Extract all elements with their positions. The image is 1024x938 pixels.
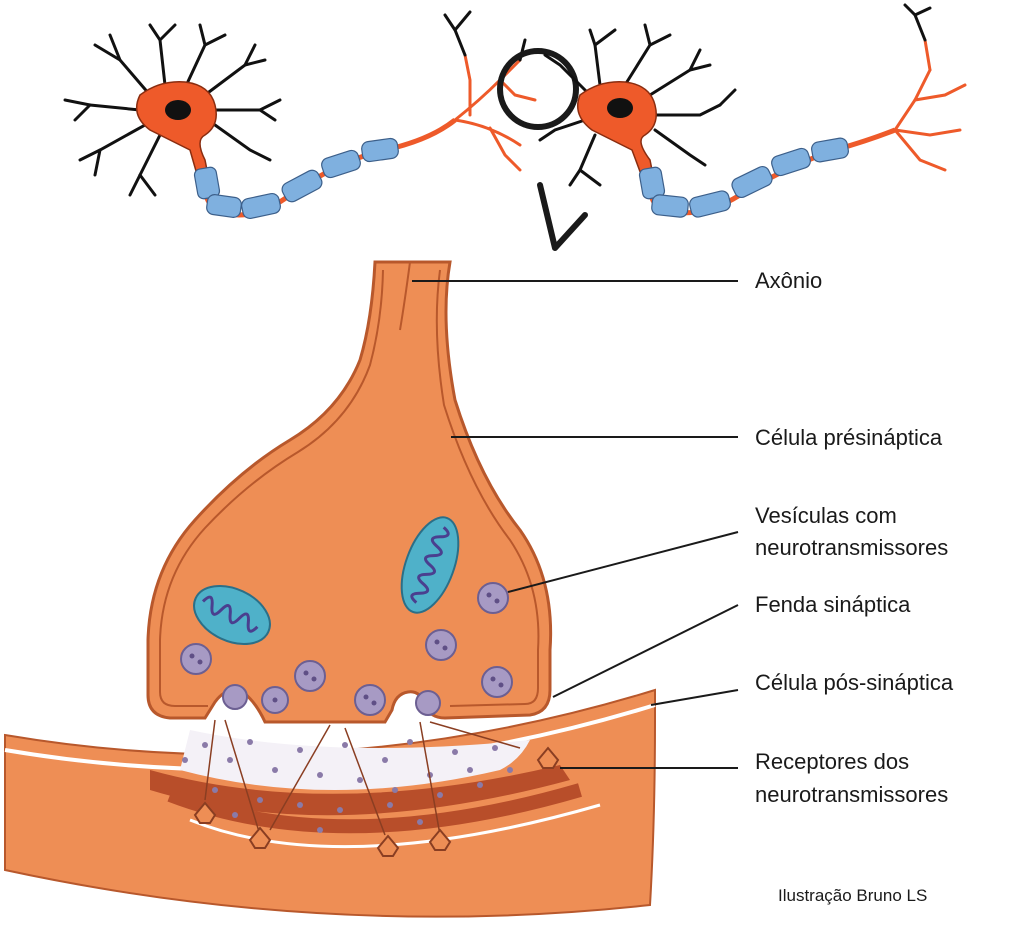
neuron-right-dendrites	[538, 23, 737, 187]
neuron-left-dendrites	[63, 23, 282, 197]
axon-terminal-branches	[453, 53, 537, 172]
receptor	[376, 834, 400, 857]
cleft-neurotransmitter-dots	[182, 739, 513, 833]
neurotransmitter-receptors	[193, 746, 560, 857]
synapse-highlight-circle	[497, 48, 579, 130]
neuron-left-soma	[135, 81, 217, 186]
presynaptic-inner-membrane	[159, 269, 384, 707]
receptor	[193, 801, 217, 824]
myelin-sheath-right	[638, 137, 849, 218]
axon-right-terminals	[893, 38, 967, 172]
label-axon: Axônio	[755, 268, 823, 293]
label-synaptic-cleft: Fenda sináptica	[755, 592, 911, 617]
mitochondrion-left	[193, 584, 271, 646]
receptor	[428, 828, 452, 851]
vesicle	[354, 684, 386, 716]
axon-inner-line	[399, 261, 411, 331]
label-vesicles-line2: neurotransmissores	[755, 535, 949, 560]
myelin-sheath-left	[193, 137, 399, 220]
illustration-credit: Ilustração Bruno LS	[778, 886, 928, 905]
leader-cleft	[552, 604, 739, 698]
axon-right-terminal-tips	[903, 3, 932, 42]
vesicle	[425, 629, 457, 661]
neuron-right	[538, 23, 737, 187]
leader-postsynaptic	[650, 689, 739, 706]
axon-left	[193, 118, 457, 220]
mitochondrion-right	[400, 516, 460, 614]
vesicle	[294, 660, 326, 692]
neurotransmitter-paths	[204, 719, 521, 836]
zoom-arrow	[537, 182, 588, 251]
label-receptors-line2: neurotransmissores	[755, 782, 949, 807]
label-postsynaptic-cell: Célula pós-sináptica	[755, 670, 954, 695]
vesicle-contents	[189, 592, 504, 706]
vesicle-fusing	[415, 690, 441, 716]
receptor	[248, 826, 272, 849]
postsynaptic-density	[150, 765, 570, 816]
neuron-left-nucleus	[165, 100, 191, 120]
vesicle	[477, 582, 509, 614]
neuron-right-nucleus	[607, 98, 633, 118]
label-receptors-line1: Receptores dos	[755, 749, 910, 774]
vesicle	[180, 643, 212, 675]
synaptic-vesicles	[180, 582, 513, 716]
vesicle-fusing	[222, 684, 248, 710]
neuron-right-soma	[577, 81, 657, 186]
vesicle	[481, 666, 513, 698]
axon-right	[638, 127, 896, 218]
presynaptic-terminal	[146, 260, 553, 724]
receptor	[536, 746, 560, 769]
label-vesicles-line1: Vesículas com	[755, 503, 897, 528]
leader-vesicles	[507, 531, 739, 593]
label-presynaptic-cell: Célula présináptica	[755, 425, 943, 450]
postsynaptic-cell	[4, 688, 656, 918]
neuron-left	[63, 23, 282, 197]
axon-terminal-tips	[443, 10, 527, 62]
synaptic-cleft	[180, 730, 530, 833]
leader-lines	[412, 280, 739, 769]
